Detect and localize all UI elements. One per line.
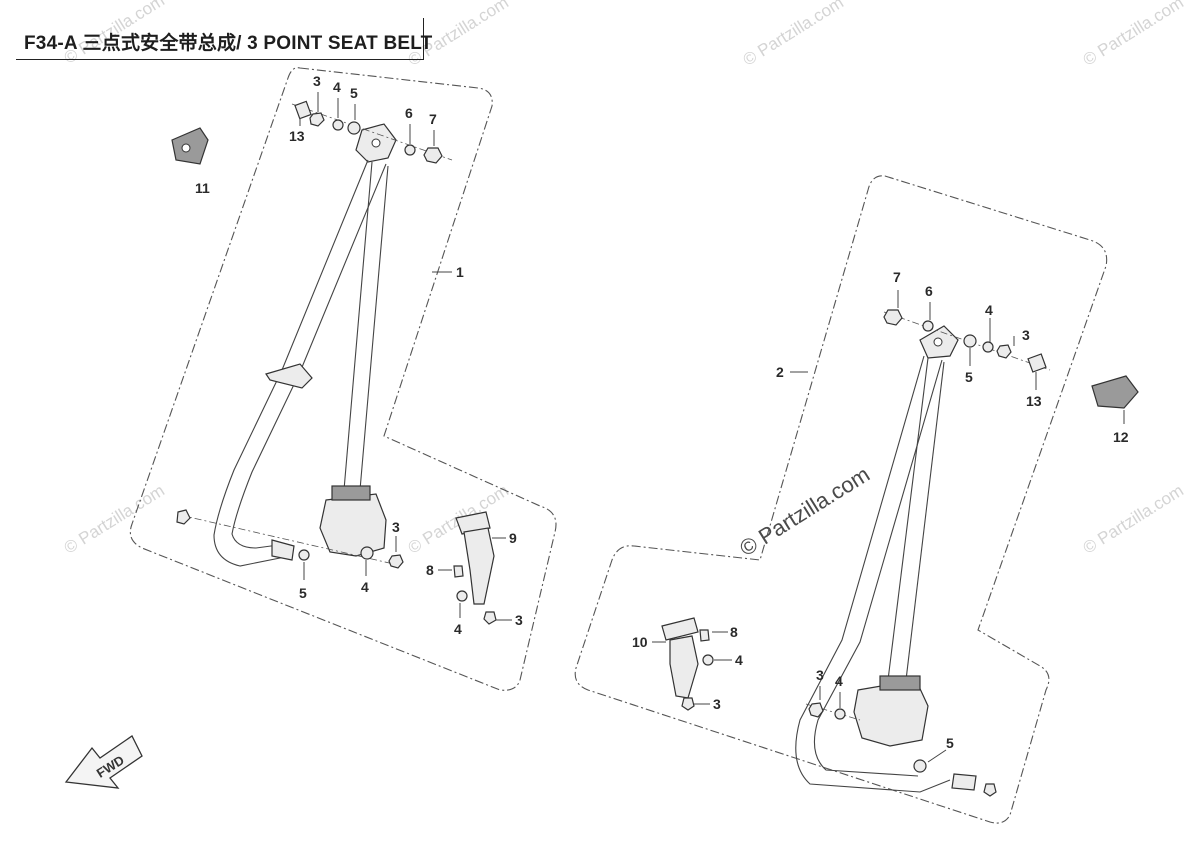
callout-4-lower: 4	[361, 579, 369, 595]
callout-3-buckle: 3	[713, 696, 721, 712]
page-title: F34-A 三点式安全带总成/ 3 POINT SEAT BELT	[24, 33, 433, 54]
callout-5: 5	[965, 369, 973, 385]
right-callouts: 7 6 4 3 5 13 12 2 10 8 4 3 3 4 5	[632, 269, 1129, 763]
callout-12: 12	[1113, 429, 1129, 445]
cover-12	[1091, 375, 1139, 409]
callout-3-lower: 3	[816, 667, 824, 683]
callout-4: 4	[985, 302, 993, 318]
callout-5-lower: 5	[299, 585, 307, 601]
left-assembly-outline	[129, 67, 557, 691]
left-retractor	[319, 493, 387, 557]
right-belt-assembly	[795, 325, 977, 793]
callout-3-lower: 3	[392, 519, 400, 535]
callout-1: 1	[456, 264, 464, 280]
callout-6: 6	[405, 105, 413, 121]
callout-6: 6	[925, 283, 933, 299]
callout-4-buckle: 4	[735, 652, 743, 668]
callout-8: 8	[730, 624, 738, 640]
buckle-10	[661, 617, 699, 699]
callout-4-lower: 4	[835, 673, 843, 689]
buckle-9	[455, 511, 495, 605]
callout-7: 7	[893, 269, 901, 285]
fwd-arrow: FWD	[64, 735, 143, 789]
callout-13: 13	[1026, 393, 1042, 409]
callout-5-lower: 5	[946, 735, 954, 751]
left-belt-assembly	[213, 123, 397, 567]
callout-9: 9	[509, 530, 517, 546]
callout-3: 3	[1022, 327, 1030, 343]
right-assembly-outline	[574, 175, 1108, 824]
callout-3-buckle: 3	[515, 612, 523, 628]
callout-8: 8	[426, 562, 434, 578]
callout-13: 13	[289, 128, 305, 144]
callout-3: 3	[313, 73, 321, 89]
callout-11: 11	[195, 180, 210, 196]
callout-7: 7	[429, 111, 437, 127]
left-callouts: 3 4 5 6 7 13 11 1 5 4 3 8 9 4 3	[195, 73, 523, 637]
callout-4: 4	[333, 79, 341, 95]
title-box: F34-A 三点式安全带总成/ 3 POINT SEAT BELT	[16, 18, 432, 60]
callout-10: 10	[632, 634, 648, 650]
callout-5: 5	[350, 85, 358, 101]
callout-4-buckle: 4	[454, 621, 462, 637]
callout-2: 2	[776, 364, 784, 380]
